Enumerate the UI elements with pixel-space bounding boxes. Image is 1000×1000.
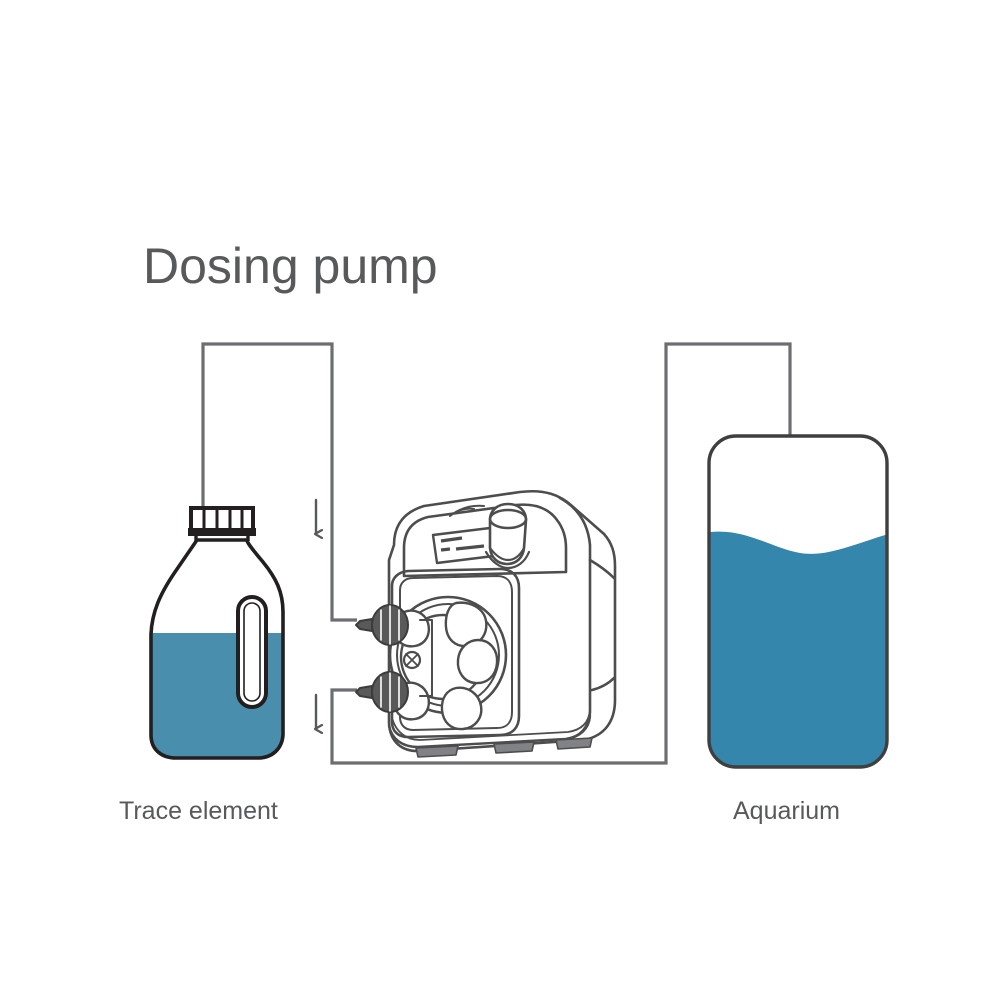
pump-head-recess-inner — [399, 575, 513, 731]
pump-head-recess — [390, 567, 521, 739]
pump-top-face — [402, 503, 568, 578]
pump-rear-seam-2 — [588, 558, 616, 580]
display-segment-2 — [440, 547, 451, 552]
suction-tube — [201, 342, 357, 622]
pump-display-panel — [431, 526, 496, 565]
tube-group — [201, 342, 792, 765]
pump-base-skirt — [387, 714, 592, 749]
display-segment-3 — [455, 544, 485, 551]
bottle-handle-inner — [243, 602, 261, 702]
trace-element-bottle — [149, 506, 285, 760]
caption-aquarium: Aquarium — [733, 797, 840, 825]
pump-body-outline — [387, 489, 617, 753]
pump-outlet-port — [355, 671, 409, 713]
dosing-pump-unit — [355, 489, 617, 758]
bottle-cap-collar — [188, 528, 256, 536]
pump-inlet-port — [355, 604, 409, 646]
pump-foot-left — [415, 745, 459, 758]
pump-feet — [415, 737, 593, 758]
display-segment-1 — [440, 536, 463, 543]
caption-trace-element: Trace element — [119, 797, 278, 825]
bottle-cap-ribs — [202, 510, 244, 528]
pump-roller-right — [456, 638, 499, 685]
bottle-highlight — [164, 571, 185, 627]
pump-foot-center — [493, 741, 535, 754]
tank-outline — [707, 434, 889, 769]
bottle-cap — [189, 506, 255, 532]
pump-tube-channel — [419, 619, 433, 697]
pump-rotor-screw-cross — [405, 653, 419, 667]
bottle-outline — [149, 538, 285, 760]
discharge-tube — [330, 342, 792, 765]
page-title: Dosing pump — [143, 238, 438, 294]
pump-rear-lower-seam — [590, 676, 616, 692]
pump-roller-bottom — [440, 686, 483, 731]
pump-foot-right — [555, 737, 593, 750]
bottle-liquid — [151, 633, 283, 758]
tank-water — [709, 531, 887, 767]
pump-control-knob — [484, 502, 531, 570]
pump-brand-logo — [449, 504, 485, 517]
aquarium-tank — [707, 434, 889, 769]
pump-base-skirt-2 — [391, 709, 591, 741]
